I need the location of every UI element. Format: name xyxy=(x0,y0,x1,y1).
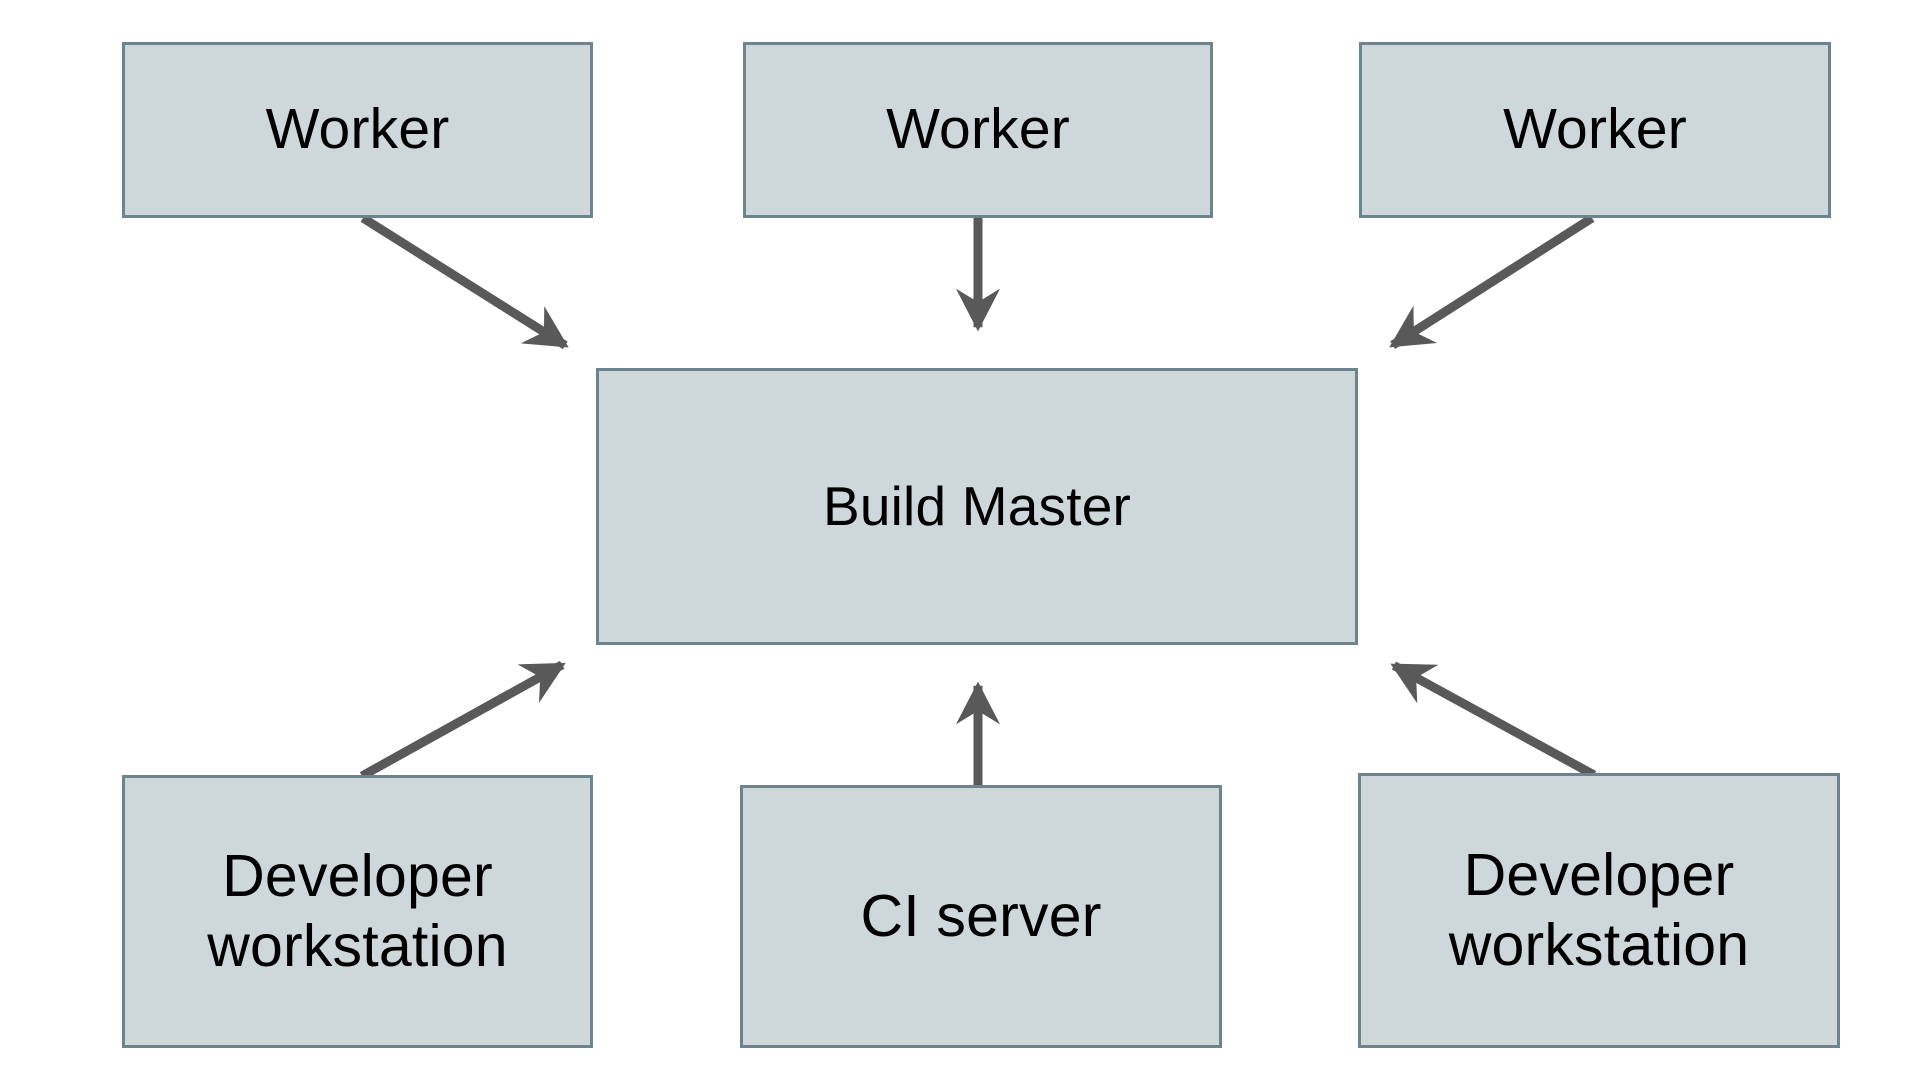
node-worker-3[interactable]: Worker xyxy=(1359,42,1831,218)
node-worker-1[interactable]: Worker xyxy=(122,42,593,218)
node-label: Developer workstation xyxy=(207,842,508,979)
node-label: Worker xyxy=(886,97,1070,162)
node-label: CI server xyxy=(860,882,1102,949)
node-label: Build Master xyxy=(822,475,1132,538)
node-developer-workstation-right[interactable]: Developer workstation xyxy=(1358,773,1840,1048)
node-developer-workstation-left[interactable]: Developer workstation xyxy=(122,775,593,1048)
node-label: Developer workstation xyxy=(1448,841,1750,978)
node-worker-2[interactable]: Worker xyxy=(743,42,1213,218)
edge-worker-1-to-build-master xyxy=(360,214,569,350)
edge-dev-ws-left-to-build-master xyxy=(359,660,566,780)
node-ci-server[interactable]: CI server xyxy=(740,785,1222,1048)
node-label: Worker xyxy=(1503,97,1687,162)
node-build-master[interactable]: Build Master xyxy=(596,368,1358,645)
node-label: Worker xyxy=(265,97,450,162)
edge-worker-3-to-build-master xyxy=(1389,214,1595,349)
edge-dev-ws-right-to-build-master xyxy=(1390,661,1597,779)
